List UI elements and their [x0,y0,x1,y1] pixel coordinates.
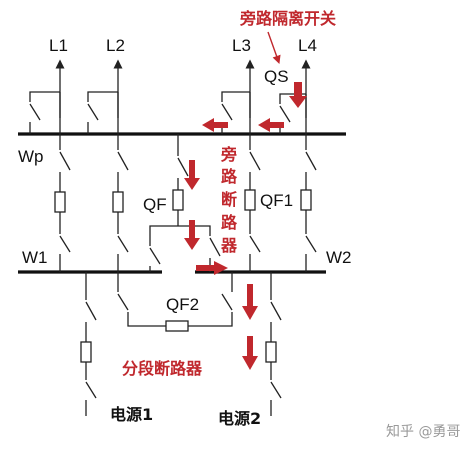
feeder-l2 [87,59,129,272]
feeder-l3 [221,59,261,272]
section-breaker-qf2 [117,272,233,332]
label-l4: L4 [298,36,317,55]
label-qs: QS [264,67,289,86]
arrow-right-w2 [196,261,228,275]
bypass-flow-arrows [184,82,307,370]
feeder-l4 [279,59,317,272]
label-l1: L1 [49,36,68,55]
label-w1: W1 [22,248,48,267]
label-qf1: QF1 [260,191,293,210]
source-1-branch [80,272,97,416]
annotation-bypass-breaker-char: 器 [220,236,238,255]
annotation-bypass-breaker-char: 旁 [220,145,237,164]
annotation-bypass-breaker-char: 路 [221,167,238,186]
arrow-down-qs [289,82,307,108]
arrow-down-src2-1 [242,284,258,320]
label-l3: L3 [232,36,251,55]
feeder-l1 [29,59,71,272]
annotation-pointer-qs [267,31,281,64]
label-wp: Wp [18,147,44,166]
bypass-breaker-qf [149,134,221,272]
label-w2: W2 [326,248,352,267]
arrow-left-2 [202,118,228,132]
arrow-down-qf-2 [184,220,200,250]
annotation-bypass-breaker: 旁 路 断 路 器 [220,145,238,255]
arrow-down-qf-1 [184,160,200,190]
source-2-branch [265,272,282,416]
annotation-section-breaker: 分段断路器 [122,359,203,378]
annotation-bypass-breaker-char: 路 [221,213,238,232]
annotation-bypass-isolator: 旁路隔离开关 [239,9,336,28]
label-source-1: 电源1 [110,405,153,424]
arrow-left-1 [258,118,284,132]
label-source-2: 电源2 [218,409,261,428]
label-qf: QF [143,195,167,214]
label-qf2: QF2 [166,295,199,314]
annotation-bypass-breaker-char: 断 [221,190,237,209]
arrow-down-src2-2 [242,336,258,370]
label-l2: L2 [106,36,125,55]
watermark: 知乎 @勇哥 [386,423,460,440]
